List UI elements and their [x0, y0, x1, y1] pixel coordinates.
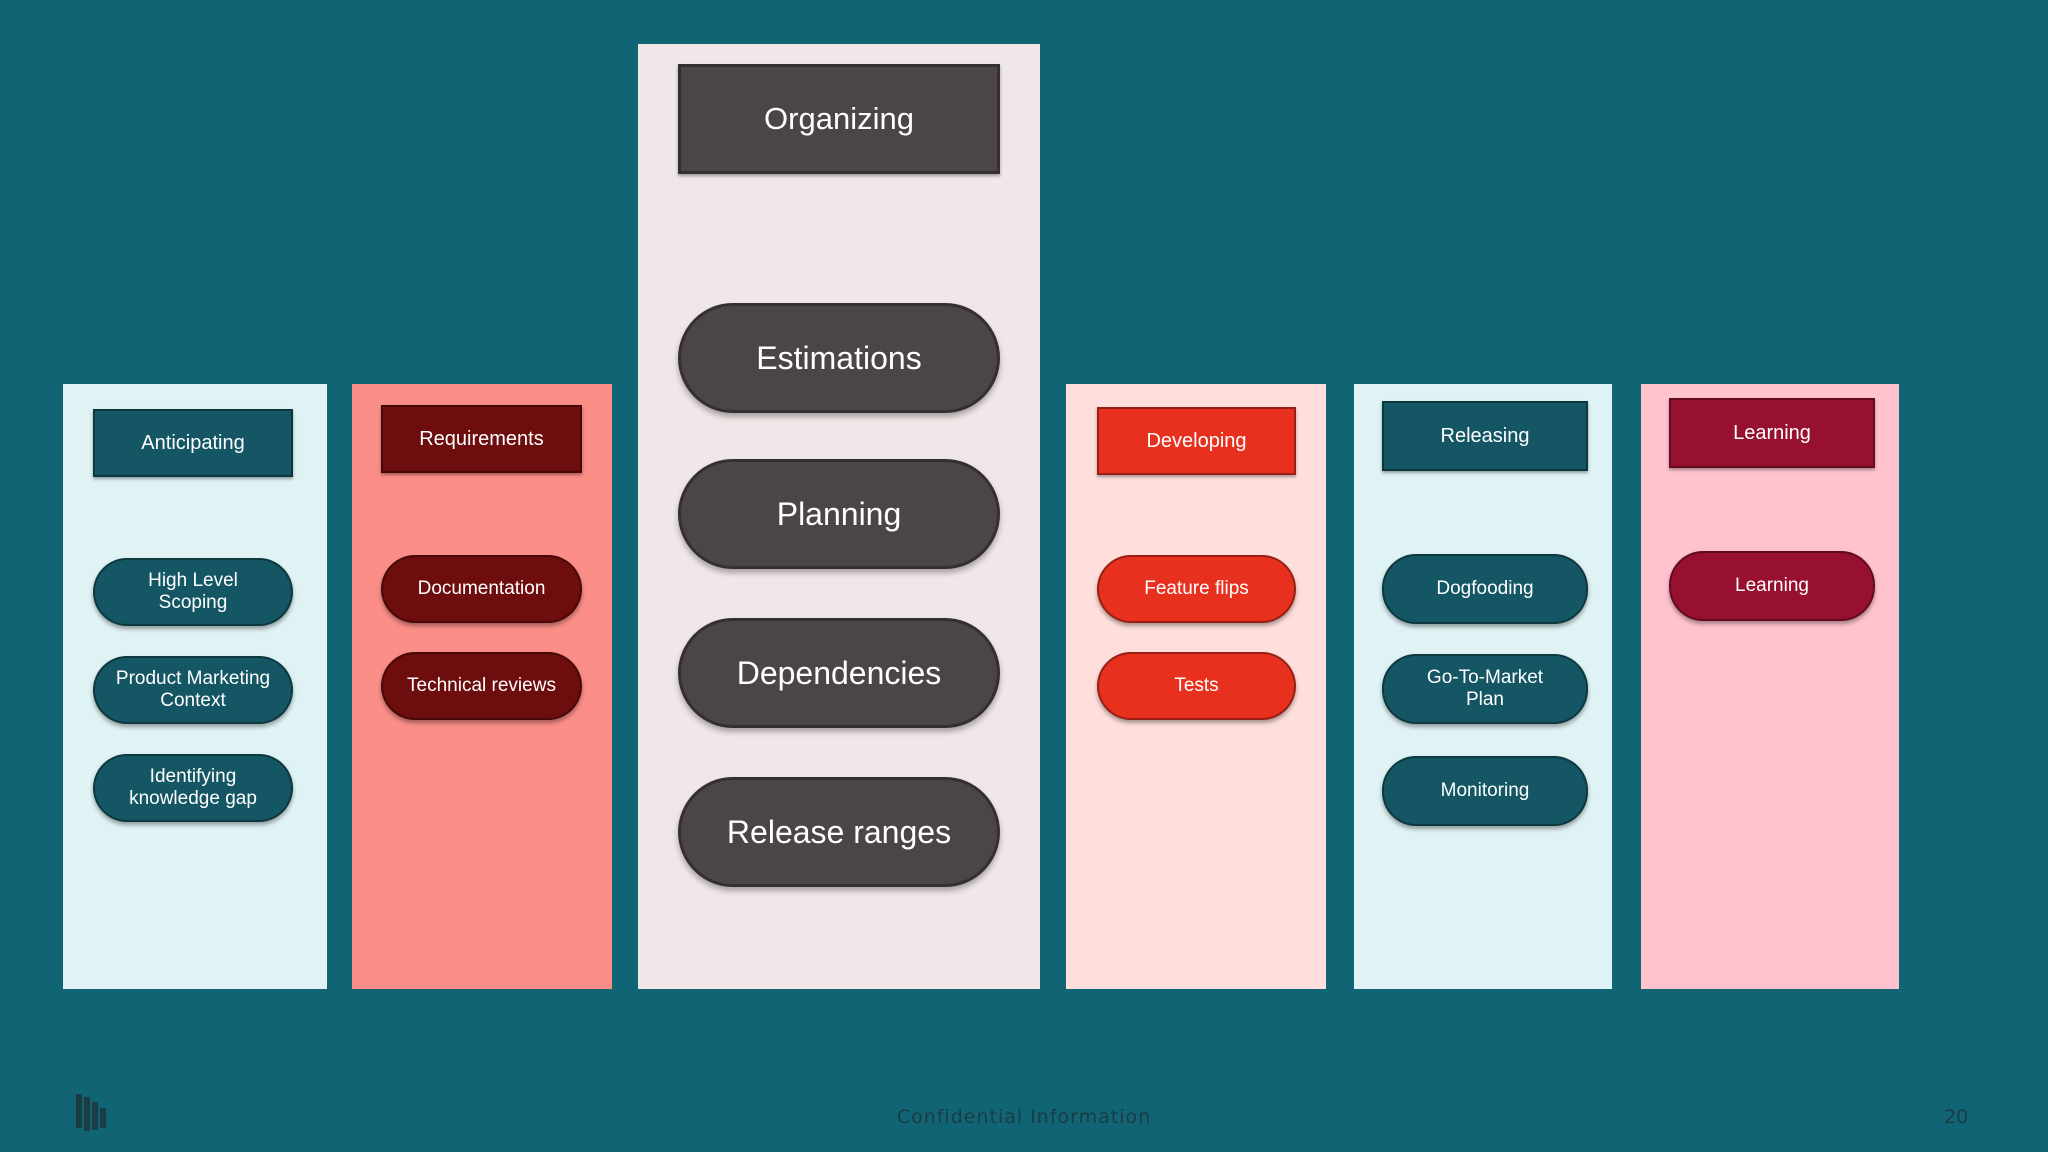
item-identifying-knowledge-gap: Identifying knowledge gap — [93, 754, 293, 822]
item-product-marketing-context: Product Marketing Context — [93, 656, 293, 724]
confidential-notice: Confidential Information — [896, 1106, 1152, 1128]
header-requirements: Requirements — [381, 405, 582, 473]
header-learning: Learning — [1669, 398, 1875, 468]
item-feature-flips: Feature flips — [1097, 555, 1296, 623]
header-developing: Developing — [1097, 407, 1296, 475]
column-organizing: Organizing Estimations Planning Dependen… — [638, 44, 1040, 989]
column-learning: Learning Learning — [1641, 384, 1899, 989]
item-planning: Planning — [678, 459, 1000, 569]
logo-mark — [76, 1094, 106, 1131]
item-high-level-scoping: High Level Scoping — [93, 558, 293, 626]
page-number: 20 — [1944, 1106, 1969, 1128]
column-anticipating: Anticipating High Level Scoping Product … — [63, 384, 327, 989]
item-monitoring: Monitoring — [1382, 756, 1588, 826]
header-anticipating: Anticipating — [93, 409, 293, 477]
header-releasing: Releasing — [1382, 401, 1588, 471]
item-go-to-market-plan: Go-To-Market Plan — [1382, 654, 1588, 724]
column-requirements: Requirements Documentation Technical rev… — [352, 384, 612, 989]
item-tests: Tests — [1097, 652, 1296, 720]
item-technical-reviews: Technical reviews — [381, 652, 582, 720]
item-release-ranges: Release ranges — [678, 777, 1000, 887]
item-learning: Learning — [1669, 551, 1875, 621]
item-estimations: Estimations — [678, 303, 1000, 413]
item-dogfooding: Dogfooding — [1382, 554, 1588, 624]
item-dependencies: Dependencies — [678, 618, 1000, 728]
column-developing: Developing Feature flips Tests — [1066, 384, 1326, 989]
header-organizing: Organizing — [678, 64, 1000, 174]
company-logo-icon — [76, 1094, 106, 1137]
item-documentation: Documentation — [381, 555, 582, 623]
column-releasing: Releasing Dogfooding Go-To-Market Plan M… — [1354, 384, 1612, 989]
